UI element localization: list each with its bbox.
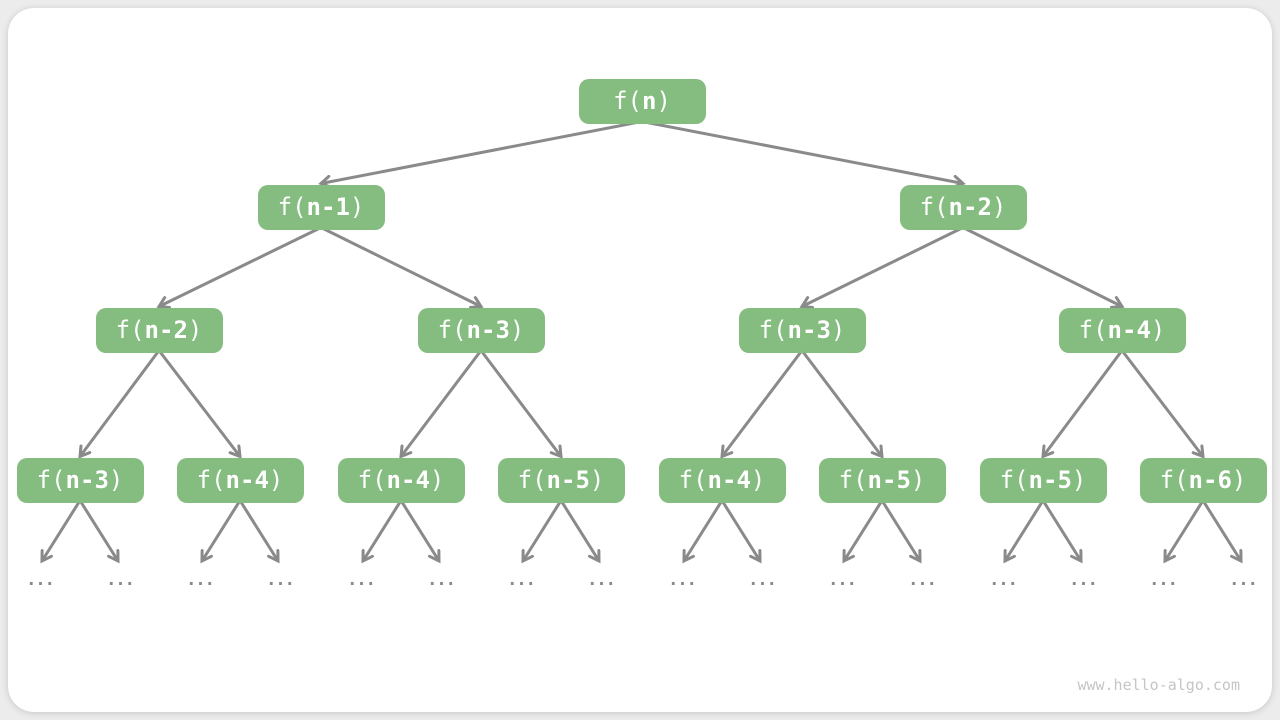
node-label-suffix: ): [589, 466, 605, 494]
tree-node-n6: f(n-4): [1058, 307, 1186, 353]
node-label-suffix: ): [656, 87, 671, 115]
tree-node-n12: f(n-5): [818, 457, 946, 503]
node-label-prefix: f(: [838, 466, 868, 494]
tree-node-n8: f(n-4): [176, 457, 304, 503]
node-label-argument: n-4: [707, 466, 751, 494]
tree-node-n1: f(n-1): [257, 184, 385, 230]
ellipsis-dots: ...: [828, 570, 857, 590]
node-label-suffix: ): [1071, 466, 1087, 494]
node-label-suffix: ): [830, 316, 846, 344]
ellipsis-dots: ...: [106, 570, 135, 590]
ellipsis-dots: ...: [989, 570, 1018, 590]
tree-node-n0: f(n): [578, 78, 706, 124]
ellipsis-dots: ...: [668, 570, 697, 590]
ellipsis-dots: ...: [266, 570, 295, 590]
node-label-suffix: ): [991, 193, 1007, 221]
node-label-argument: n-4: [1107, 316, 1151, 344]
node-label-prefix: f(: [437, 316, 467, 344]
node-label-prefix: f(: [357, 466, 387, 494]
tree-node-n4: f(n-3): [417, 307, 545, 353]
ellipsis-dots: ...: [26, 570, 55, 590]
node-label-prefix: f(: [678, 466, 708, 494]
node-label-prefix: f(: [517, 466, 547, 494]
tree-node-n13: f(n-5): [979, 457, 1107, 503]
tree-node-n2: f(n-2): [899, 184, 1027, 230]
watermark: www.hello-algo.com: [1077, 676, 1240, 694]
node-label-argument: n-3: [787, 316, 831, 344]
tree-node-n14: f(n-6): [1139, 457, 1267, 503]
node-label-suffix: ): [108, 466, 124, 494]
node-label-argument: n-2: [948, 193, 992, 221]
ellipsis-dots: ...: [908, 570, 937, 590]
node-label-argument: n-1: [306, 193, 350, 221]
node-label-prefix: f(: [758, 316, 788, 344]
tree-node-n3: f(n-2): [95, 307, 223, 353]
node-label-suffix: ): [1150, 316, 1166, 344]
node-label-suffix: ): [750, 466, 766, 494]
ellipsis-dots: ...: [347, 570, 376, 590]
ellipsis-dots: ...: [748, 570, 777, 590]
tree-node-n9: f(n-4): [337, 457, 465, 503]
node-label-prefix: f(: [196, 466, 226, 494]
node-label-argument: n-2: [144, 316, 188, 344]
ellipsis-dots: ...: [1069, 570, 1098, 590]
node-label-suffix: ): [509, 316, 525, 344]
node-label-argument: n-3: [466, 316, 510, 344]
node-label-prefix: f(: [36, 466, 66, 494]
node-label-argument: n-5: [546, 466, 590, 494]
node-label-prefix: f(: [1078, 316, 1108, 344]
node-label-suffix: ): [349, 193, 365, 221]
ellipsis-dots: ...: [186, 570, 215, 590]
node-label-suffix: ): [910, 466, 926, 494]
node-label-argument: n: [642, 87, 657, 115]
node-label-prefix: f(: [277, 193, 307, 221]
node-label-suffix: ): [268, 466, 284, 494]
node-label-suffix: ): [429, 466, 445, 494]
node-label-argument: n-4: [225, 466, 269, 494]
node-label-prefix: f(: [919, 193, 949, 221]
tree-node-n11: f(n-4): [658, 457, 786, 503]
node-label-prefix: f(: [1159, 466, 1189, 494]
ellipsis-dots: ...: [1149, 570, 1178, 590]
node-label-prefix: f(: [613, 87, 642, 115]
node-label-argument: n-4: [386, 466, 430, 494]
node-label-prefix: f(: [999, 466, 1029, 494]
ellipsis-dots: ...: [427, 570, 456, 590]
tree-node-n10: f(n-5): [497, 457, 625, 503]
ellipsis-dots: ...: [1229, 570, 1258, 590]
tree-node-n7: f(n-3): [16, 457, 144, 503]
node-label-prefix: f(: [115, 316, 145, 344]
node-label-suffix: ): [1231, 466, 1247, 494]
tree-node-n5: f(n-3): [738, 307, 866, 353]
node-label-argument: n-3: [65, 466, 109, 494]
ellipsis-dots: ...: [507, 570, 536, 590]
node-label-argument: n-5: [867, 466, 911, 494]
node-label-suffix: ): [187, 316, 203, 344]
node-label-argument: n-5: [1028, 466, 1072, 494]
ellipsis-dots: ...: [587, 570, 616, 590]
node-label-argument: n-6: [1188, 466, 1232, 494]
